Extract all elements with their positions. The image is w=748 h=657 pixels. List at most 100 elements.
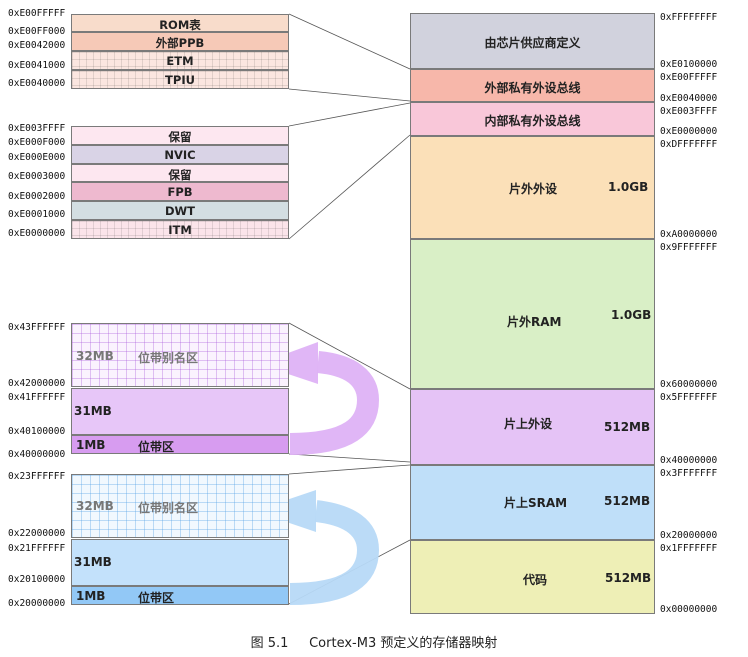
region-name: 片外外设	[509, 182, 558, 196]
alias-region-label: 位带别名区	[138, 501, 199, 515]
address-label: 0xE0042000	[8, 40, 66, 51]
region-sram: 片上SRAM 512MB	[410, 465, 655, 540]
internal-ppb-region-nvic: NVIC	[71, 145, 289, 164]
connector-line	[288, 102, 411, 127]
bitband-region-label: 位带区	[138, 591, 175, 605]
peripheral-alias-region: 32MB 位带别名区	[71, 323, 289, 387]
ppb-region-label: ETM	[166, 54, 194, 68]
address-label: 0xE0040000	[8, 78, 66, 89]
region-name: 片上SRAM	[504, 496, 568, 510]
region-name: 外部私有外设总线	[484, 81, 581, 95]
internal-ppb-label: 保留	[168, 130, 192, 144]
region-size: 512MB	[604, 420, 651, 434]
peripheral-31mb-region: 31MB	[71, 388, 289, 435]
internal-ppb-label: 保留	[168, 168, 192, 182]
internal-ppb-stack: 保留 NVIC 保留 FPB DWT ITM	[71, 126, 289, 239]
internal-ppb-region-fpb: FPB	[71, 182, 289, 201]
ppb-region-etm: ETM	[71, 51, 289, 70]
address-label: 0x40000000	[660, 455, 718, 466]
internal-ppb-region-reserved: 保留	[71, 164, 289, 182]
ppb-region-label: 外部PPB	[155, 36, 205, 50]
address-label: 0x20100000	[8, 574, 66, 585]
address-label: 0xE00FFFFF	[8, 8, 66, 19]
region-name: 由芯片供应商定义	[484, 36, 581, 50]
region-size: 1.0GB	[611, 308, 652, 322]
peripheral-bitband-region: 1MB 位带区	[71, 435, 289, 454]
address-label: 0xE003FFFF	[660, 106, 718, 117]
connector-line	[288, 464, 411, 475]
connector-line	[288, 13, 411, 70]
address-label: 0x20000000	[660, 530, 718, 541]
internal-ppb-label: NVIC	[164, 148, 196, 162]
connector-line	[288, 322, 411, 390]
region-internal-ppb: 内部私有外设总线	[410, 102, 655, 136]
address-label: 0x3FFFFFFF	[660, 468, 718, 479]
internal-ppb-region-itm: ITM	[71, 220, 289, 239]
address-label: 0x9FFFFFFF	[660, 242, 718, 253]
ppb-region-rom-table: ROM表	[71, 14, 289, 32]
connector-line	[288, 134, 411, 240]
address-label: 0x42000000	[8, 378, 66, 389]
address-label: 0xE0041000	[8, 60, 66, 71]
address-label: 0x60000000	[660, 379, 718, 390]
address-label: 0xE0040000	[660, 93, 718, 104]
address-label: 0xE003FFFF	[8, 123, 66, 134]
internal-ppb-region-reserved: 保留	[71, 126, 289, 145]
address-label: 0x1FFFFFFF	[660, 543, 718, 554]
alias-size-label: 32MB	[76, 499, 114, 513]
region-name: 片上外设	[504, 417, 553, 431]
region-external-ram: 片外RAM 1.0GB	[410, 239, 655, 389]
region-size-label: 31MB	[74, 404, 112, 418]
region-external-ppb: 外部私有外设总线	[410, 69, 655, 102]
connector-line	[288, 88, 411, 102]
region-size: 512MB	[604, 494, 651, 508]
region-size-label: 1MB	[76, 438, 106, 452]
figure-caption: 图 5.1 Cortex-M3 预定义的存储器映射	[250, 636, 498, 651]
address-label: 0xE0100000	[660, 59, 718, 70]
bitband-region-label: 位带区	[138, 440, 175, 454]
address-label: 0xE0001000	[8, 209, 66, 220]
address-label: 0xE0000000	[8, 228, 66, 239]
internal-ppb-region-dwt: DWT	[71, 201, 289, 220]
address-label: 0xDFFFFFFF	[660, 139, 718, 150]
address-label: 0xE000F000	[8, 137, 66, 148]
address-label: 0x41FFFFFF	[8, 392, 66, 403]
address-label: 0x43FFFFFF	[8, 322, 66, 333]
address-label: 0x22000000	[8, 528, 66, 539]
address-label: 0xE0000000	[660, 126, 718, 137]
address-label: 0xE00FFFFF	[660, 72, 718, 83]
region-size-label: 1MB	[76, 589, 106, 603]
address-label: 0x21FFFFFF	[8, 543, 66, 554]
region-size-label: 31MB	[74, 555, 112, 569]
region-peripheral: 片上外设 512MB	[410, 389, 655, 465]
region-size: 1.0GB	[608, 180, 649, 194]
ppb-region-external-ppb: 外部PPB	[71, 32, 289, 51]
address-label: 0x00000000	[660, 604, 718, 615]
alias-region-label: 位带别名区	[138, 351, 199, 365]
internal-ppb-label: ITM	[168, 223, 192, 237]
connector-line	[288, 453, 411, 463]
address-label: 0xA0000000	[660, 229, 718, 240]
address-label: 0xE0003000	[8, 171, 66, 182]
ppb-region-label: TPIU	[165, 73, 195, 87]
alias-size-label: 32MB	[76, 349, 114, 363]
address-label: 0xE00FF000	[8, 26, 66, 37]
address-label: 0xFFFFFFFF	[660, 12, 718, 23]
internal-ppb-label: DWT	[164, 204, 196, 218]
region-external-device: 片外外设 1.0GB	[410, 136, 655, 239]
address-label: 0x40100000	[8, 426, 66, 437]
ppb-region-label: ROM表	[159, 18, 201, 32]
region-code: 代码 512MB	[410, 540, 655, 614]
region-name: 片外RAM	[507, 315, 562, 329]
address-label: 0x40000000	[8, 449, 66, 460]
address-label: 0x23FFFFFF	[8, 471, 66, 482]
address-label: 0xE0002000	[8, 191, 66, 202]
internal-ppb-label: FPB	[167, 185, 193, 199]
region-vendor-defined: 由芯片供应商定义	[410, 13, 655, 69]
sram-alias-region: 32MB 位带别名区	[71, 474, 289, 538]
address-label: 0x20000000	[8, 598, 66, 609]
sram-bitband-region: 1MB 位带区	[71, 586, 289, 605]
region-size: 512MB	[605, 571, 652, 585]
ppb-region-tpiu: TPIU	[71, 70, 289, 89]
address-label: 0x5FFFFFFF	[660, 392, 718, 403]
